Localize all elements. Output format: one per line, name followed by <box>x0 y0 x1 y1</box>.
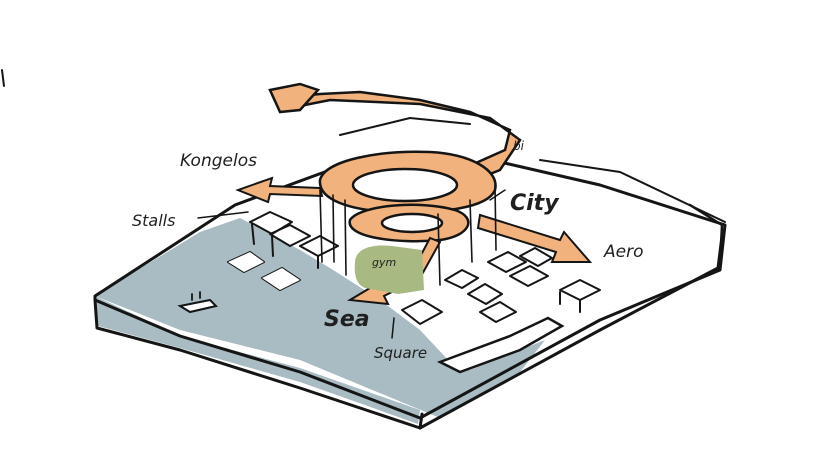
city-leader <box>489 189 506 201</box>
label-sea: Sea <box>324 307 370 332</box>
piers <box>228 252 300 290</box>
arrow-kongelos <box>235 176 324 204</box>
sea-area <box>95 218 545 418</box>
stalls-leader <box>197 211 249 219</box>
harbour-pier <box>436 316 565 374</box>
square-leader <box>391 317 395 339</box>
loop-middle-hole <box>351 167 459 203</box>
loop-lower-hole <box>380 212 444 234</box>
boat-icon <box>177 291 218 314</box>
label-bi: bi <box>513 139 525 153</box>
label-aero: Aero <box>603 242 643 262</box>
edge-mark <box>1 69 5 87</box>
arrow-aero <box>476 213 593 263</box>
loop-arrow-head <box>268 82 321 114</box>
label-city: City <box>510 191 560 216</box>
square-buildings <box>401 247 601 325</box>
label-gym: gym <box>372 256 396 269</box>
label-square: Square <box>374 344 427 362</box>
park-area <box>354 245 424 294</box>
back-land-line <box>339 117 471 136</box>
base-front-edge <box>93 298 424 430</box>
base-right-top <box>688 203 724 268</box>
label-stalls: Stalls <box>132 211 175 230</box>
label-kongelos: Kongelos <box>180 151 257 171</box>
back-land-line-2 <box>539 159 726 223</box>
